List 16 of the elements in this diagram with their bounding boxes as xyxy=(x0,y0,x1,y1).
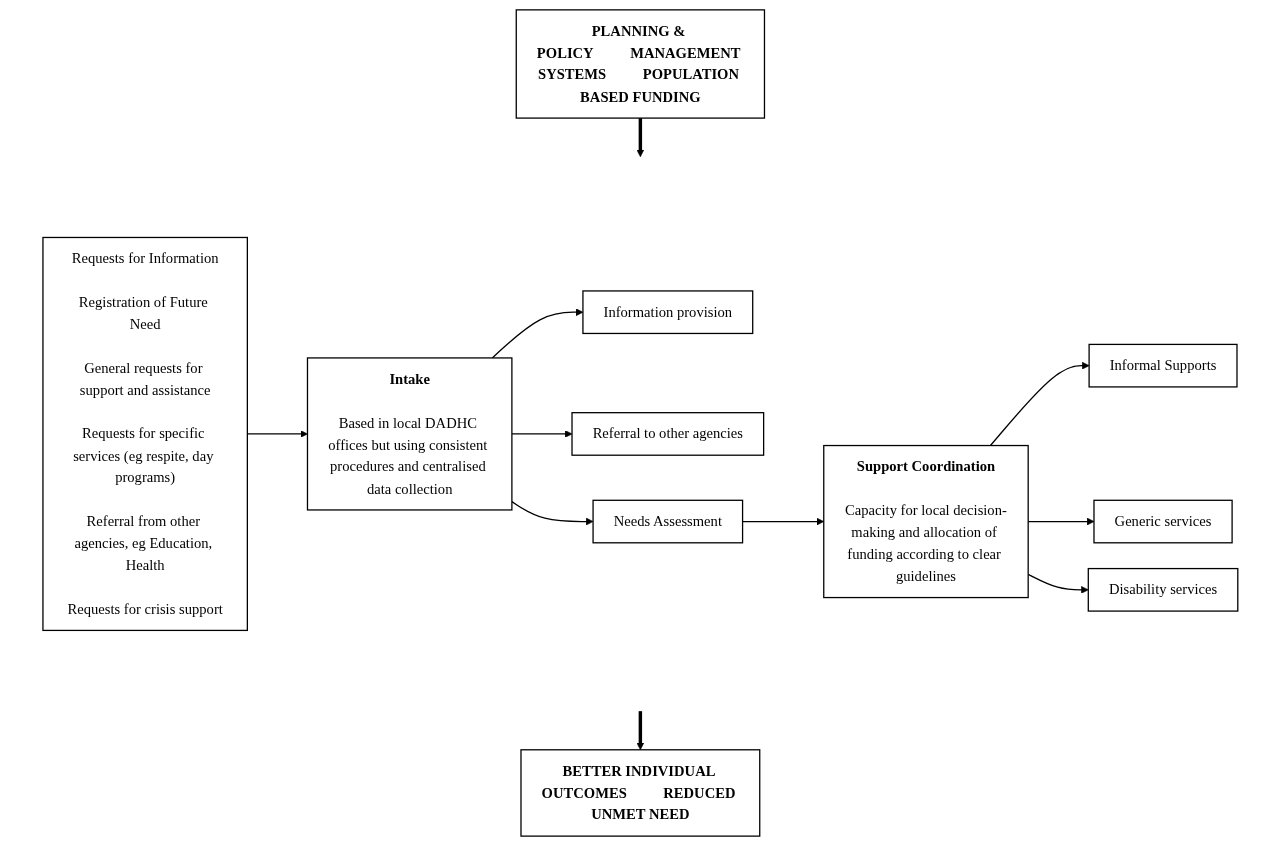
node-box: Referral to other agencies xyxy=(571,412,764,456)
node-box: Needs Assessment xyxy=(592,499,743,544)
node-box: Intake Based in local DADHC offices but using consistent procedures and centralised data collection xyxy=(306,357,513,511)
node-box: PLANNING & POLICY MANAGEMENT SYSTEMS POPULATION BASED FUNDING xyxy=(515,9,765,119)
arrow xyxy=(491,308,583,359)
arrow xyxy=(636,118,644,158)
node-box: Requests for Information Registration of Future Need General requests for support and assistance Requests for specific services (eg respite, day programs) Referral from other agencies, eg Education, Health Requests for crisis support xyxy=(41,236,248,632)
node-box: Support Coordination Capacity for local decision-making and allocation of funding according to clear guidelines xyxy=(822,444,1029,599)
node-box: BETTER INDIVIDUAL OUTCOMES REDUCED UNMET NEED xyxy=(519,749,760,837)
node-box: Information provision xyxy=(581,290,753,335)
arrow xyxy=(246,430,308,438)
arrow xyxy=(1027,517,1094,526)
node-box: Disability services xyxy=(1087,567,1239,612)
arrow xyxy=(636,711,644,751)
node-box: Generic services xyxy=(1092,499,1233,544)
node-box: Informal Supports xyxy=(1088,343,1238,388)
